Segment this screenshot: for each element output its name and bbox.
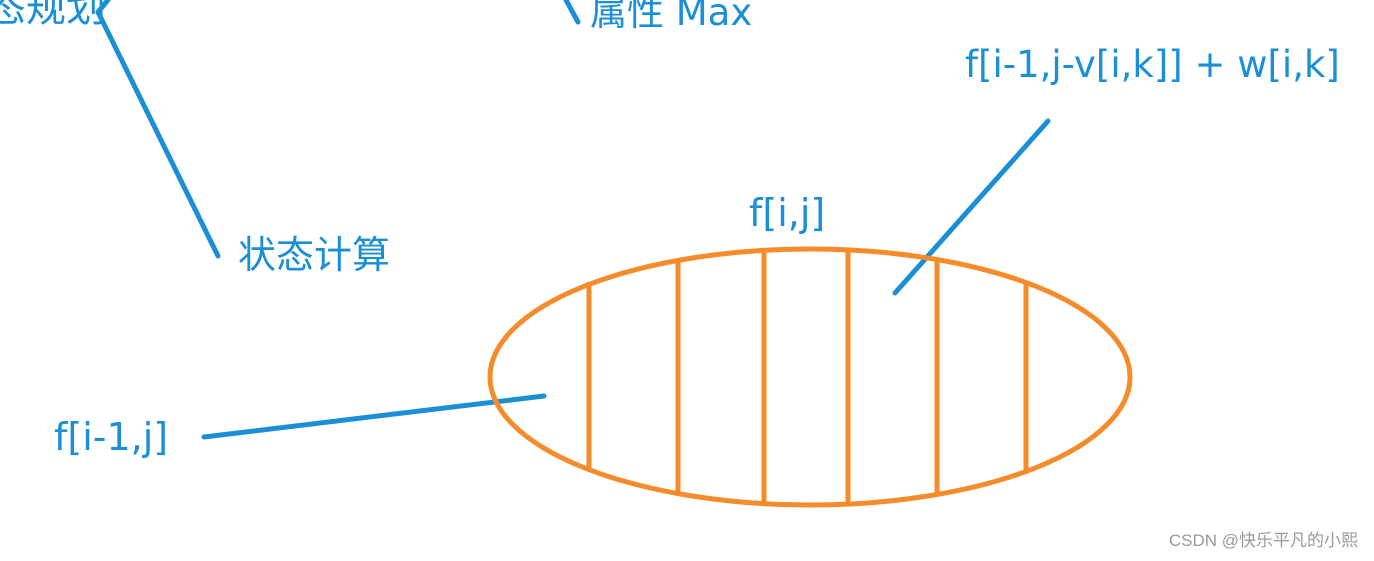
connector-prev-state: [201, 393, 547, 440]
prev-state-label: f[i-1,j]: [54, 415, 169, 459]
transfer-formula-label: f[i-1,j-v[i,k]] + w[i,k]: [965, 43, 1340, 86]
connector-attribute-tick: [563, 0, 581, 25]
connector-dp-to-state-calc: [95, 9, 221, 259]
dp-fragment-label: 态规划: [0, 0, 106, 31]
connector-transfer: [892, 118, 1051, 296]
state-calc-label: 状态计算: [238, 233, 391, 277]
watermark: CSDN @快乐平凡的小熙: [1168, 531, 1358, 550]
state-label: f[i,j]: [749, 191, 826, 235]
connector-dp-tick: [95, 0, 111, 15]
state-set-ellipse: [487, 246, 1133, 508]
attribute-label: 属性 Max: [590, 0, 753, 34]
